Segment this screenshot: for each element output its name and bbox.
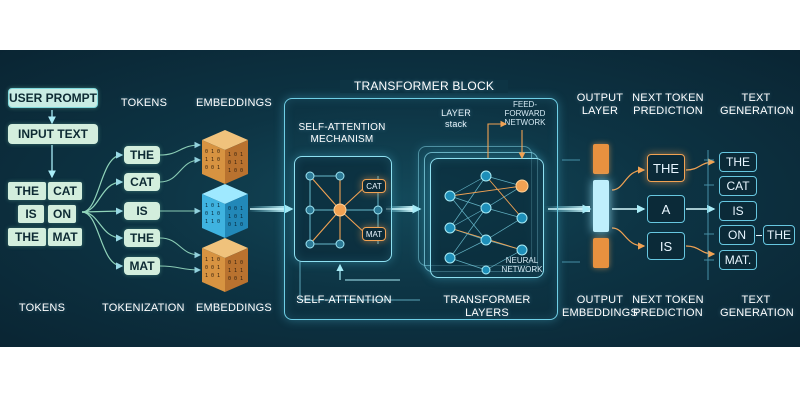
input-text-box: INPUT TEXT [8, 124, 98, 144]
embedding-cube-bottom-icon: 1 1 0 0 0 1 1 0 1 0 1 0 1 1 1 0 0 1 [202, 238, 248, 292]
text-generation-heading: TEXT GENERATION [720, 92, 794, 117]
next-token-bottom-label: NEXT TOKEN PREDICTION [632, 294, 704, 319]
attention-node-cat: CAT [362, 179, 386, 193]
generated-the-2: THE [763, 225, 795, 245]
svg-text:0 1 0: 0 1 0 [205, 211, 220, 217]
ffn-label: FEED-FORWARD NETWORK [504, 100, 546, 127]
svg-text:0 0 1: 0 0 1 [228, 276, 243, 282]
word-is: IS [18, 205, 44, 223]
svg-text:1 0 0: 1 0 0 [228, 168, 243, 174]
svg-text:0 0 1: 0 0 1 [205, 165, 220, 171]
svg-text:1 1 0: 1 1 0 [205, 157, 220, 163]
output-bar-bottom [593, 238, 609, 268]
generated-is: IS [719, 201, 757, 221]
svg-text:0 0 1: 0 0 1 [228, 206, 243, 212]
self-attention-graph [305, 171, 383, 249]
bottom-embeddings-label: EMBEDDINGS [196, 302, 272, 314]
prediction-the: THE [647, 154, 685, 182]
svg-text:1 0 1: 1 0 1 [228, 152, 243, 158]
token-cat: CAT [124, 173, 160, 191]
token-the-1: THE [124, 146, 160, 164]
tokens-heading: TOKENS [120, 97, 168, 109]
neural-network-label: NEURAL NETWORK [501, 256, 543, 274]
generated-mat: MAT. [719, 250, 757, 270]
next-token-heading: NEXT TOKEN PREDICTION [632, 92, 704, 117]
word-the-2: THE [8, 228, 46, 246]
token-mat: MAT [124, 257, 160, 275]
bottom-tokenization-label: TOKENIZATION [102, 302, 185, 314]
svg-text:1 1 0: 1 1 0 [205, 257, 220, 263]
attention-node-mat: MAT [362, 227, 386, 241]
embedding-cube-top-icon: 0 1 0 1 1 0 0 0 1 1 0 1 0 1 1 1 0 0 [202, 130, 248, 184]
word-the-1: THE [8, 182, 46, 200]
svg-text:0 0 1: 0 0 1 [205, 265, 220, 271]
layer-stack-label: LAYER stack [441, 108, 471, 129]
embeddings-heading: EMBEDDINGS [196, 97, 272, 109]
prediction-a: A [647, 195, 685, 223]
generated-dash [756, 235, 762, 236]
word-cat: CAT [48, 182, 82, 200]
word-on: ON [48, 205, 76, 223]
diagram-panel: USER PROMPT INPUT TEXT THE CAT IS ON THE… [0, 50, 800, 347]
ffn-arrows [487, 120, 526, 160]
svg-text:0 1 0: 0 1 0 [205, 149, 220, 155]
word-mat: MAT [48, 228, 82, 246]
transformer-layers-label: TRANSFORMER LAYERS [443, 294, 531, 319]
output-bar-middle [593, 180, 609, 232]
token-the-2: THE [124, 229, 160, 247]
transformer-block-title: TRANSFORMER BLOCK [340, 80, 508, 93]
svg-text:1 0 1: 1 0 1 [205, 273, 220, 279]
svg-text:0 1 0: 0 1 0 [228, 222, 243, 228]
self-attention-title: SELF-ATTENTION MECHANISM [298, 122, 386, 145]
neural-network-graph [444, 170, 529, 275]
self-attention-label: SELF-ATTENTION [296, 294, 392, 306]
svg-text:1 1 0: 1 1 0 [205, 219, 220, 225]
output-bar-top [593, 144, 609, 174]
generated-the-1: THE [719, 152, 757, 172]
output-embeddings-label: OUTPUT EMBEDDINGS [562, 294, 638, 319]
prediction-is: IS [647, 232, 685, 260]
bottom-tokens-label: TOKENS [18, 302, 66, 314]
user-prompt-box: USER PROMPT [8, 88, 98, 108]
svg-text:1 1 1: 1 1 1 [228, 268, 243, 274]
token-is: IS [124, 202, 160, 220]
generated-cat: CAT [719, 176, 757, 196]
svg-text:0 1 0: 0 1 0 [228, 260, 243, 266]
transformer-block [284, 98, 558, 320]
embedding-cube-middle-icon: 1 0 1 0 1 0 1 1 0 0 0 1 1 0 1 0 1 0 [202, 184, 248, 238]
generated-on: ON [719, 225, 755, 245]
svg-text:0 1 1: 0 1 1 [228, 160, 243, 166]
svg-text:1 0 1: 1 0 1 [228, 214, 243, 220]
text-generation-bottom-label: TEXT GENERATION [720, 294, 794, 319]
output-layer-heading: OUTPUT LAYER [576, 92, 624, 117]
svg-text:1 0 1: 1 0 1 [205, 203, 220, 209]
